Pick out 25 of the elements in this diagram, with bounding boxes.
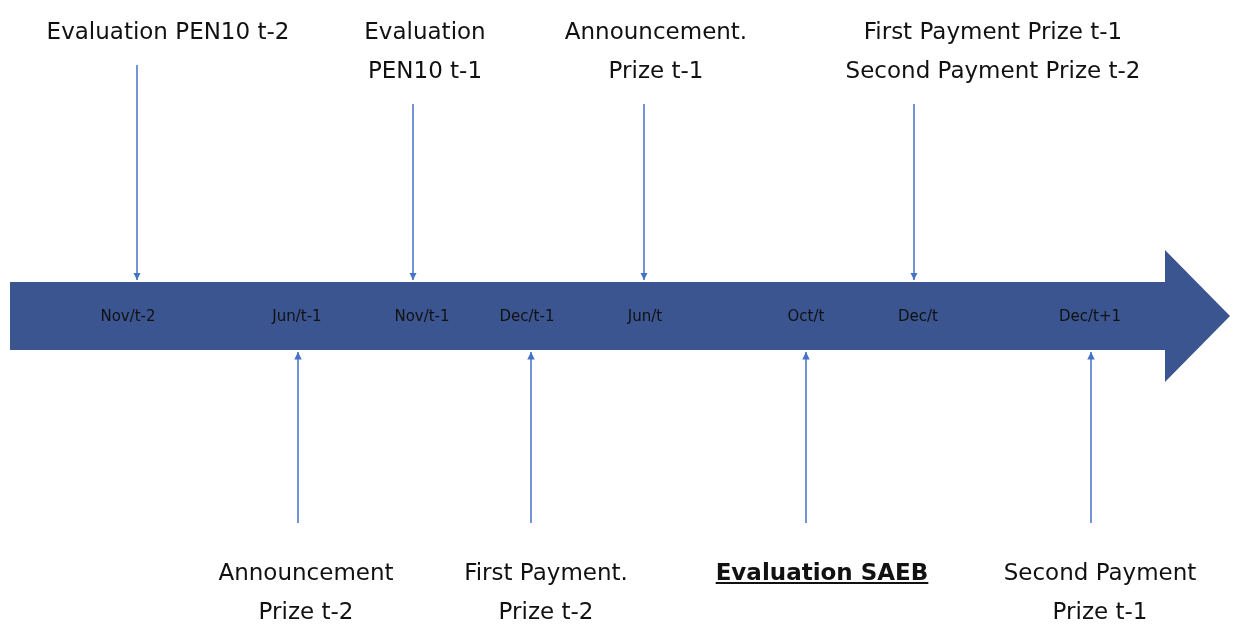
event-label: Second Payment Prize t-1 xyxy=(1002,558,1198,625)
event-label: Second Payment Prize t-2 xyxy=(844,56,1142,85)
arrow xyxy=(802,351,810,524)
date-label: Dec/t-1 xyxy=(499,307,555,325)
arrow xyxy=(133,64,141,281)
date-label: Jun/t-1 xyxy=(272,307,322,325)
arrow xyxy=(910,103,918,281)
date-label: Dec/t+1 xyxy=(1058,307,1122,325)
arrow xyxy=(294,351,302,524)
event-label: Evaluation PEN10 t-1 xyxy=(363,17,487,85)
date-label: Dec/t xyxy=(898,307,938,325)
event-label: First Payment Prize t-1 xyxy=(862,17,1124,46)
event-label: First Payment. Prize t-2 xyxy=(463,558,629,625)
arrow xyxy=(1087,351,1095,524)
event-label: Announcement. Prize t-1 xyxy=(563,17,749,85)
date-label: Nov/t-1 xyxy=(394,307,450,325)
arrow xyxy=(640,103,648,281)
event-label: Announcement Prize t-2 xyxy=(217,558,395,625)
event-label: Evaluation PEN10 t-2 xyxy=(45,17,291,46)
arrow xyxy=(527,351,535,524)
event-label: Evaluation SAEB xyxy=(714,558,930,587)
arrow xyxy=(409,103,417,281)
date-label: Jun/t xyxy=(627,307,663,325)
date-label: Oct/t xyxy=(787,307,825,325)
date-label: Nov/t-2 xyxy=(100,307,156,325)
